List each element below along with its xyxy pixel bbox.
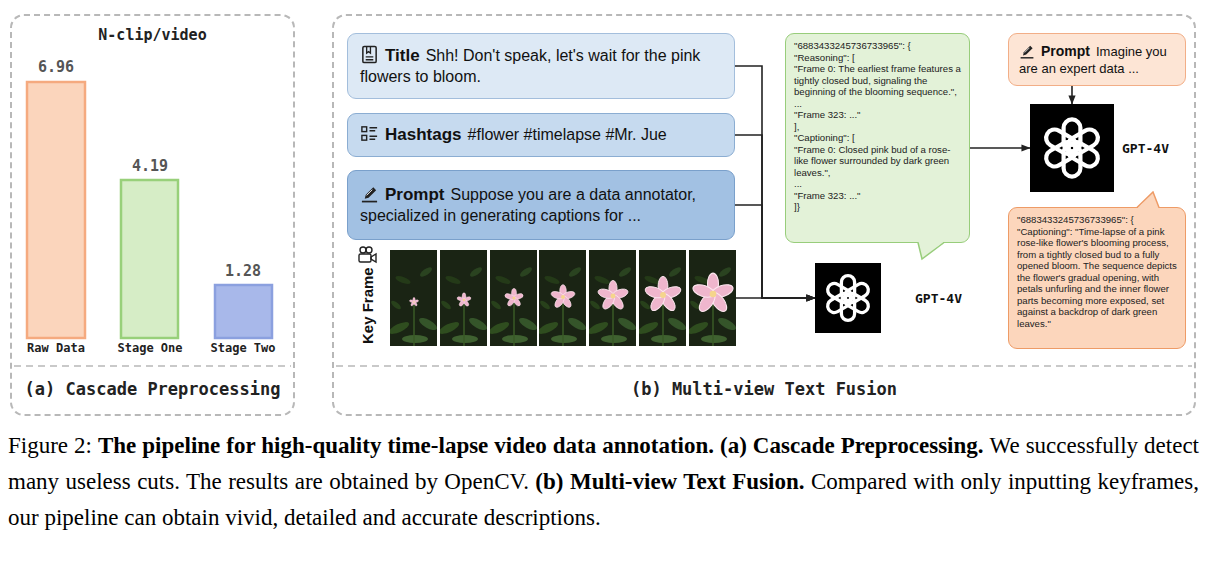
separator: [14, 365, 291, 367]
caption-bold: (a) Cascade Preprocessing.: [720, 433, 990, 458]
json-line: "Frame 323: ...": [794, 190, 961, 202]
bar: [215, 285, 272, 338]
box-heading: Hashtags: [385, 125, 462, 144]
bar-label: Stage Two: [210, 341, 275, 355]
input-box: TitleShh! Don't speak, let's wait for th…: [347, 33, 735, 99]
box-icon: [1019, 43, 1035, 59]
panel: (b) Multi-view Text Fusion TitleShh! Don'…: [332, 14, 1196, 416]
model-name: GPT-4V: [915, 291, 962, 306]
box-heading: Prompt: [1041, 43, 1090, 59]
figure-caption: Figure 2: The pipeline for high-quality …: [8, 428, 1199, 536]
caption-text: The results are obtained by OpenCV.: [186, 469, 535, 494]
box-icon: [360, 124, 379, 143]
json-line: ],: [794, 121, 961, 133]
bubble-tail-part: [918, 243, 944, 260]
keyframe-strip: Key Frame: [390, 250, 736, 346]
json-line: ...: [794, 98, 961, 110]
panel-label: (b) Multi-view Text Fusion: [334, 379, 1194, 399]
box-heading: Title: [385, 46, 420, 65]
box-icon: [360, 45, 379, 64]
bar-value: 6.96: [38, 58, 74, 76]
camera-icon: [357, 246, 379, 264]
connector: [1071, 86, 1073, 104]
box-heading: Prompt: [385, 185, 445, 204]
input-box: Hashtags #flower #timelapse #Mr. Jue: [347, 113, 735, 157]
speech-bubble: "6883433245736733965": {"Captioning": "T…: [1008, 207, 1186, 349]
json-line: "Captioning": [: [794, 132, 961, 144]
input-box: PromptImagine you are an expert data ...: [1008, 33, 1186, 86]
box-text: Hashtags #flower #timelapse #Mr. Jue: [360, 124, 667, 146]
speech-bubble: "6883433245736733965": {"Reasoning": ["F…: [785, 33, 970, 243]
box-text: PromptSuppose you are a data annotator, …: [360, 184, 722, 227]
box-text: TitleShh! Don't speak, let's wait for th…: [360, 45, 722, 88]
caption-text: Figure 2:: [8, 433, 98, 458]
bubble-tail-part: [1137, 192, 1159, 209]
panel-label: N-clip/video: [12, 26, 293, 44]
json-line: ...: [794, 178, 961, 190]
bubble-tail-part: [1138, 206, 1158, 210]
connector: [736, 297, 815, 299]
json-line: "Frame 0: The earliest frame features a …: [794, 63, 961, 98]
keyframe-images: [390, 250, 736, 346]
bubble-tail-part: [918, 241, 944, 259]
json-line: "6883433245736733965": {: [794, 40, 961, 52]
bubble-tail: [786, 241, 971, 261]
panel-label: (a) Cascade Preprocessing: [12, 379, 293, 399]
model-logo: GPT-4V: [815, 263, 881, 333]
bar-value: 1.28: [225, 262, 261, 280]
bar-value: 4.19: [132, 157, 168, 175]
connector: [970, 147, 1030, 149]
gpt-logo: [1030, 104, 1114, 192]
bar: [121, 180, 178, 338]
bar-label: Raw Data: [27, 341, 85, 355]
bubble-tail-part: [1137, 192, 1159, 208]
input-box: PromptSuppose you are a data annotator, …: [347, 170, 735, 240]
bar: [27, 82, 85, 338]
keyframe-label: Key Frame: [359, 267, 376, 344]
json-line: "Reasoning": [: [794, 52, 961, 64]
model-name: GPT-4V: [1122, 141, 1169, 156]
box-text: PromptImagine you are an expert data ...: [1019, 42, 1175, 78]
json-line: "Captioning": "Time-lapse of a pink rose…: [1017, 226, 1177, 330]
box-body: #flower #timelapse #Mr. Jue: [468, 126, 667, 143]
json-line: ]}: [794, 201, 961, 213]
json-line: "Frame 0: Closed pink bud of a rose-like…: [794, 144, 961, 179]
model-logo: GPT-4V: [1030, 104, 1114, 192]
bubble-tail-part: [919, 241, 943, 245]
json-line: "6883433245736733965": {: [1017, 214, 1177, 226]
box-icon: [360, 184, 379, 203]
separator: [336, 365, 1192, 367]
caption-bold: The pipeline for high-quality time-lapse…: [98, 433, 720, 458]
caption-bold: (b) Multi-view Text Fusion.: [535, 469, 811, 494]
json-line: "Frame 323: ...": [794, 109, 961, 121]
bar-label: Stage One: [117, 341, 182, 355]
bubble-tail: [1009, 191, 1187, 209]
gpt-logo: [815, 263, 881, 333]
